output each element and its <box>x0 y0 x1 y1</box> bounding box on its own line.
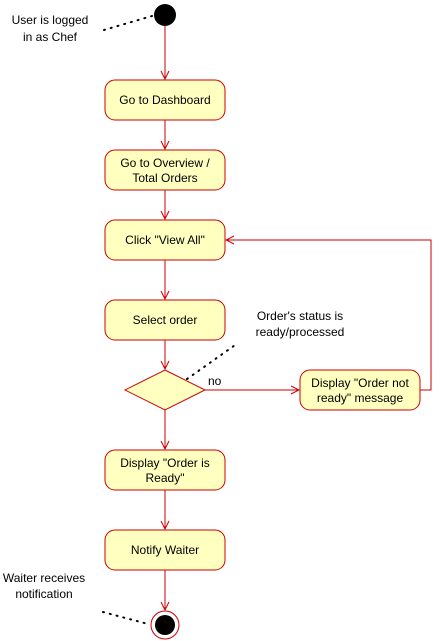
note-end-line1: Waiter receives <box>3 571 85 585</box>
activity-click-view-all: Click "View All" <box>104 219 226 261</box>
note-start-line2: in as Chef <box>23 30 78 44</box>
activity-notify-waiter: Notify Waiter <box>104 529 226 571</box>
end-node <box>150 610 180 640</box>
activity-label: Click "View All" <box>125 233 205 247</box>
decision-diamond <box>123 369 207 411</box>
note-start-line1: User is logged <box>12 13 89 27</box>
note-end-connector <box>102 611 149 625</box>
activity-label-line2: Ready" <box>146 471 185 485</box>
activity-go-to-dashboard: Go to Dashboard <box>104 79 226 121</box>
activity-select-order: Select order <box>104 299 226 341</box>
activity-label-line2: Total Orders <box>132 171 197 185</box>
note-decision-line2: ready/processed <box>256 325 345 339</box>
decision-no-label: no <box>208 374 222 388</box>
activity-label: Select order <box>133 313 198 327</box>
note-decision-line1: Order's status is <box>257 309 343 323</box>
activity-label-line2: ready" message <box>317 391 404 405</box>
activity-label: Go to Dashboard <box>119 93 210 107</box>
note-end-line2: notification <box>15 587 72 601</box>
activity-label-line1: Go to Overview / <box>120 156 210 170</box>
note-end: Waiter receives notification <box>3 571 85 601</box>
start-node <box>154 4 176 26</box>
note-start: User is logged in as Chef <box>12 13 89 44</box>
activity-display-order-ready: Display "Order is Ready" <box>104 449 226 491</box>
activity-label: Notify Waiter <box>131 543 199 557</box>
note-decision: Order's status is ready/processed <box>256 309 345 339</box>
flow-loop-back-to-view-all <box>226 240 432 391</box>
activity-go-to-overview: Go to Overview / Total Orders <box>104 149 226 191</box>
activity-display-order-not-ready: Display "Order not ready" message <box>299 369 421 411</box>
activity-label-line1: Display "Order not <box>311 376 409 390</box>
activity-label-line1: Display "Order is <box>120 456 210 470</box>
note-start-connector <box>103 15 153 31</box>
